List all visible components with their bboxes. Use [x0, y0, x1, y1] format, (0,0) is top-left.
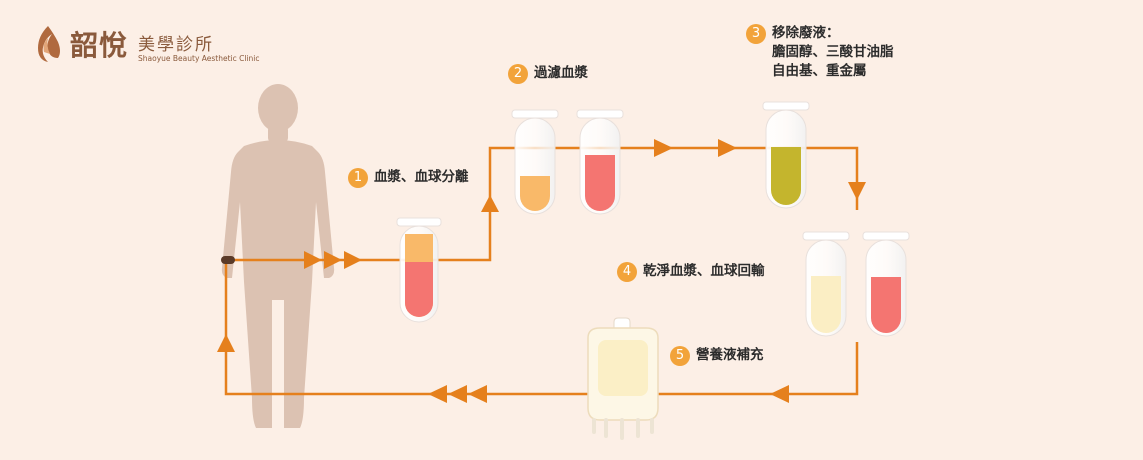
- arrow-right: [344, 251, 362, 269]
- human-silhouette: [221, 84, 335, 428]
- arm-connector: [221, 256, 235, 264]
- step-label: 乾淨血漿、血球回輸: [643, 263, 765, 279]
- arrow-left: [468, 385, 487, 403]
- arrow-down: [848, 182, 866, 200]
- step-label: 營養液補充: [696, 347, 764, 363]
- step-detail: 自由基、重金屬: [772, 63, 867, 79]
- arrow-right: [324, 251, 342, 269]
- arrow-right: [718, 139, 737, 157]
- arrow-left: [448, 385, 467, 403]
- step-5: 5 營養液補充: [670, 346, 764, 366]
- tube-returned-blood: [862, 231, 910, 337]
- step-3: 3 移除廢液： 膽固醇、三酸甘油脂 自由基、重金屬: [746, 24, 894, 81]
- brand-name-en: Shaoyue Beauty Aesthetic Clinic: [138, 54, 260, 63]
- tube-plasma: [511, 109, 559, 215]
- flame-logo-icon: [38, 26, 60, 62]
- brand-name-sub: 美學診所: [138, 35, 214, 55]
- flow-arrows: [217, 139, 866, 403]
- tube-blood-cells: [576, 109, 624, 215]
- iv-bag: [587, 317, 659, 440]
- step-number-badge: 3: [746, 24, 766, 44]
- step-number-badge: 2: [508, 64, 528, 84]
- step-label: 過濾血漿: [534, 65, 588, 81]
- step-number-badge: 5: [670, 346, 690, 366]
- brand-logo: 韶悅 美學診所 Shaoyue Beauty Aesthetic Clinic: [30, 22, 260, 70]
- step-number-badge: 1: [348, 168, 368, 188]
- step-label: 移除廢液：: [772, 25, 840, 41]
- tube-separation: [396, 217, 442, 323]
- step-label: 血漿、血球分離: [374, 169, 469, 185]
- step-1: 1 血漿、血球分離: [348, 168, 469, 188]
- tube-waste: [762, 101, 810, 209]
- step-4: 4 乾淨血漿、血球回輸: [617, 262, 765, 282]
- arrow-right: [304, 251, 322, 269]
- arrow-right: [654, 139, 673, 157]
- arrow-up: [481, 195, 499, 212]
- step-2: 2 過濾血漿: [508, 64, 588, 84]
- arrow-up: [217, 334, 235, 352]
- brand-name-main: 韶悅: [70, 29, 129, 62]
- arrow-left: [428, 385, 447, 403]
- step-detail: 膽固醇、三酸甘油脂: [772, 44, 894, 60]
- step-number-badge: 4: [617, 262, 637, 282]
- tube-clean-plasma: [802, 231, 850, 337]
- arrow-left: [770, 385, 789, 403]
